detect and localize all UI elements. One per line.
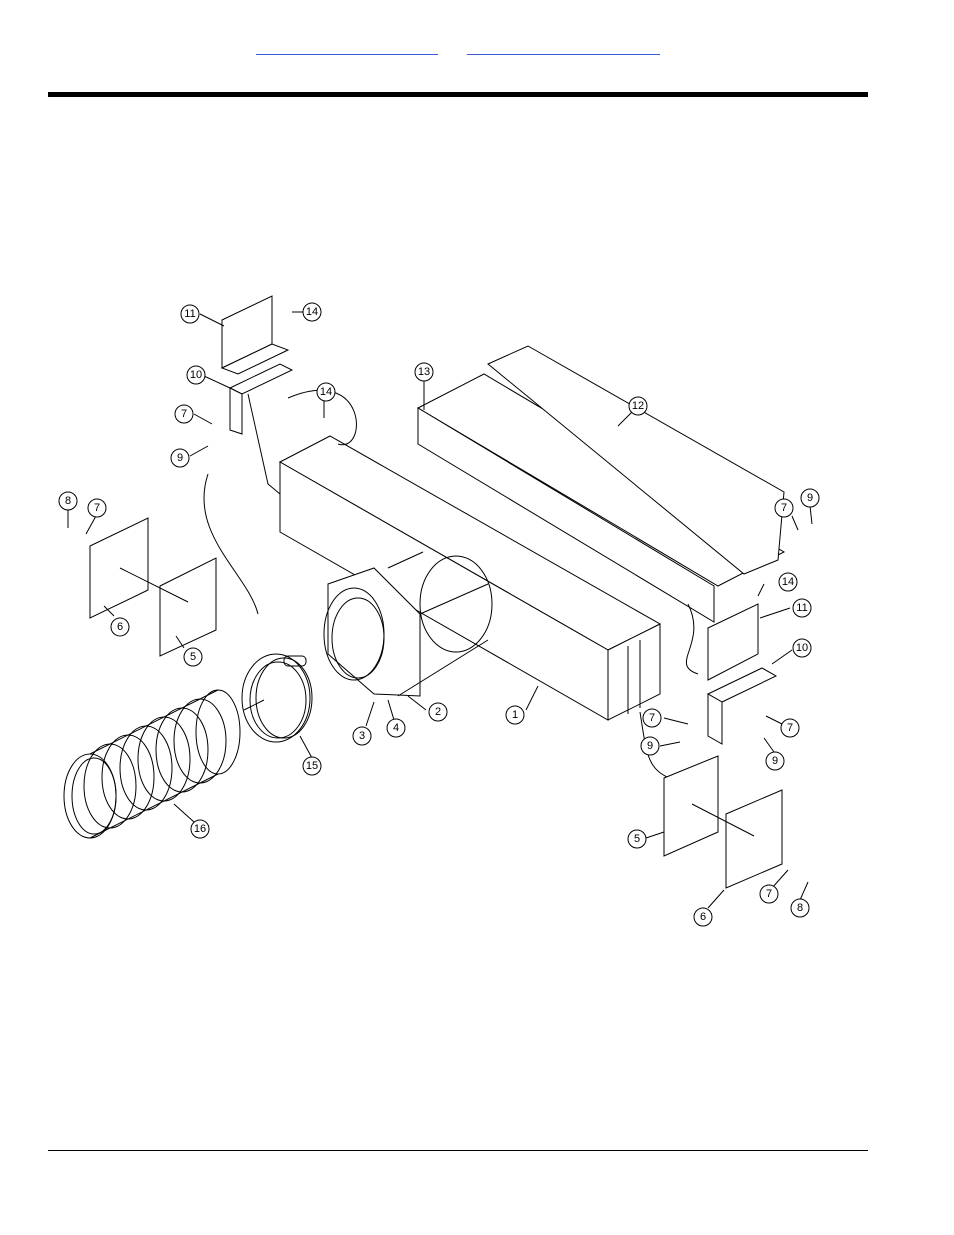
header-link-right[interactable] [467,40,660,55]
callout-7-e-text: 7 [787,722,793,734]
callout-7-b-text: 7 [781,502,787,514]
callout-10-a-text: 10 [190,369,202,381]
callout-9-d [765,751,785,771]
callout-7-f [759,884,779,904]
callout-6-b [693,907,713,927]
end-plate-5-left [159,557,217,657]
callout-7-b [774,498,794,518]
flex-hose [63,689,241,839]
callout-7-e [780,718,800,738]
callout-9-a [170,448,190,468]
callout-5-b-text: 5 [634,833,640,845]
callout-12 [628,396,648,416]
duct-end-face [607,623,661,721]
callout-7-d [642,708,662,728]
callout-4-text: 4 [393,722,399,734]
callout-6-b-text: 6 [700,911,706,923]
callout-9-b [800,488,820,508]
comb-bracket-13 [416,373,786,587]
end-plate-5-right [663,755,719,857]
callout-5-a [183,647,203,667]
callout-8-b-text: 8 [797,902,803,914]
end-plate-6-left [89,517,149,619]
callout-7-c-text: 7 [94,502,100,514]
callout-6-a-text: 6 [117,621,123,633]
callout-14-c-text: 14 [782,576,794,588]
callout-7-f-text: 7 [766,888,772,900]
callout-8-b [790,898,810,918]
callout-14-a [302,302,322,322]
callout-14-b [316,382,336,402]
callout-14-b-text: 14 [320,386,332,398]
callout-16 [190,819,210,839]
header-rule [48,92,868,97]
callout-9-c-text: 9 [647,740,653,752]
callout-11-a [180,304,200,324]
callout-14-c [778,572,798,592]
callout-5-a-text: 5 [190,651,196,663]
callout-3 [352,726,372,746]
callout-15 [302,756,322,776]
callout-12-text: 12 [632,400,644,412]
callout-3-text: 3 [359,730,365,742]
callout-9-c [640,736,660,756]
callout-8-a-text: 8 [65,495,71,507]
callout-2 [428,702,448,722]
callout-10-a [186,365,206,385]
callout-7-d-text: 7 [649,712,655,724]
callout-1-text: 1 [512,709,518,721]
callout-9-a-text: 9 [177,452,183,464]
callout-8-a [58,491,78,511]
callout-2-text: 2 [435,706,441,718]
callout-15-text: 15 [306,760,318,772]
callout-6-a [110,617,130,637]
callout-13 [414,362,434,382]
callout-14-a-text: 14 [306,306,318,318]
hole-bar-12 [487,345,785,575]
callout-11-a-text: 11 [184,308,195,320]
callout-7-a [174,404,194,424]
callout-7-a-text: 7 [181,408,187,420]
footer-rule [48,1150,868,1151]
header-link-left[interactable] [256,40,438,55]
callout-1 [505,705,525,725]
callout-10-b [792,638,812,658]
exploded-view-drawing: 11 14 10 7 9 14 13 12 7 9 8 7 6 5 2 3 4 … [58,295,820,927]
callout-10-b-text: 10 [796,642,808,654]
clamp-ring [241,653,311,743]
callout-9-b-text: 9 [807,492,813,504]
callout-7-c [87,498,107,518]
end-plate-6-right [725,789,783,889]
callout-13-text: 13 [418,366,430,378]
callout-11-b [792,598,812,618]
parts-diagram: 11 14 10 7 9 14 13 12 7 9 8 7 6 5 2 3 4 … [48,284,828,936]
flange-plate [327,567,421,697]
callout-11-b-text: 11 [796,602,807,614]
callout-5-b [627,829,647,849]
callout-9-d-text: 9 [772,755,778,767]
callout-16-text: 16 [194,823,206,835]
bracket-11-right [707,603,759,681]
callout-4 [386,718,406,738]
